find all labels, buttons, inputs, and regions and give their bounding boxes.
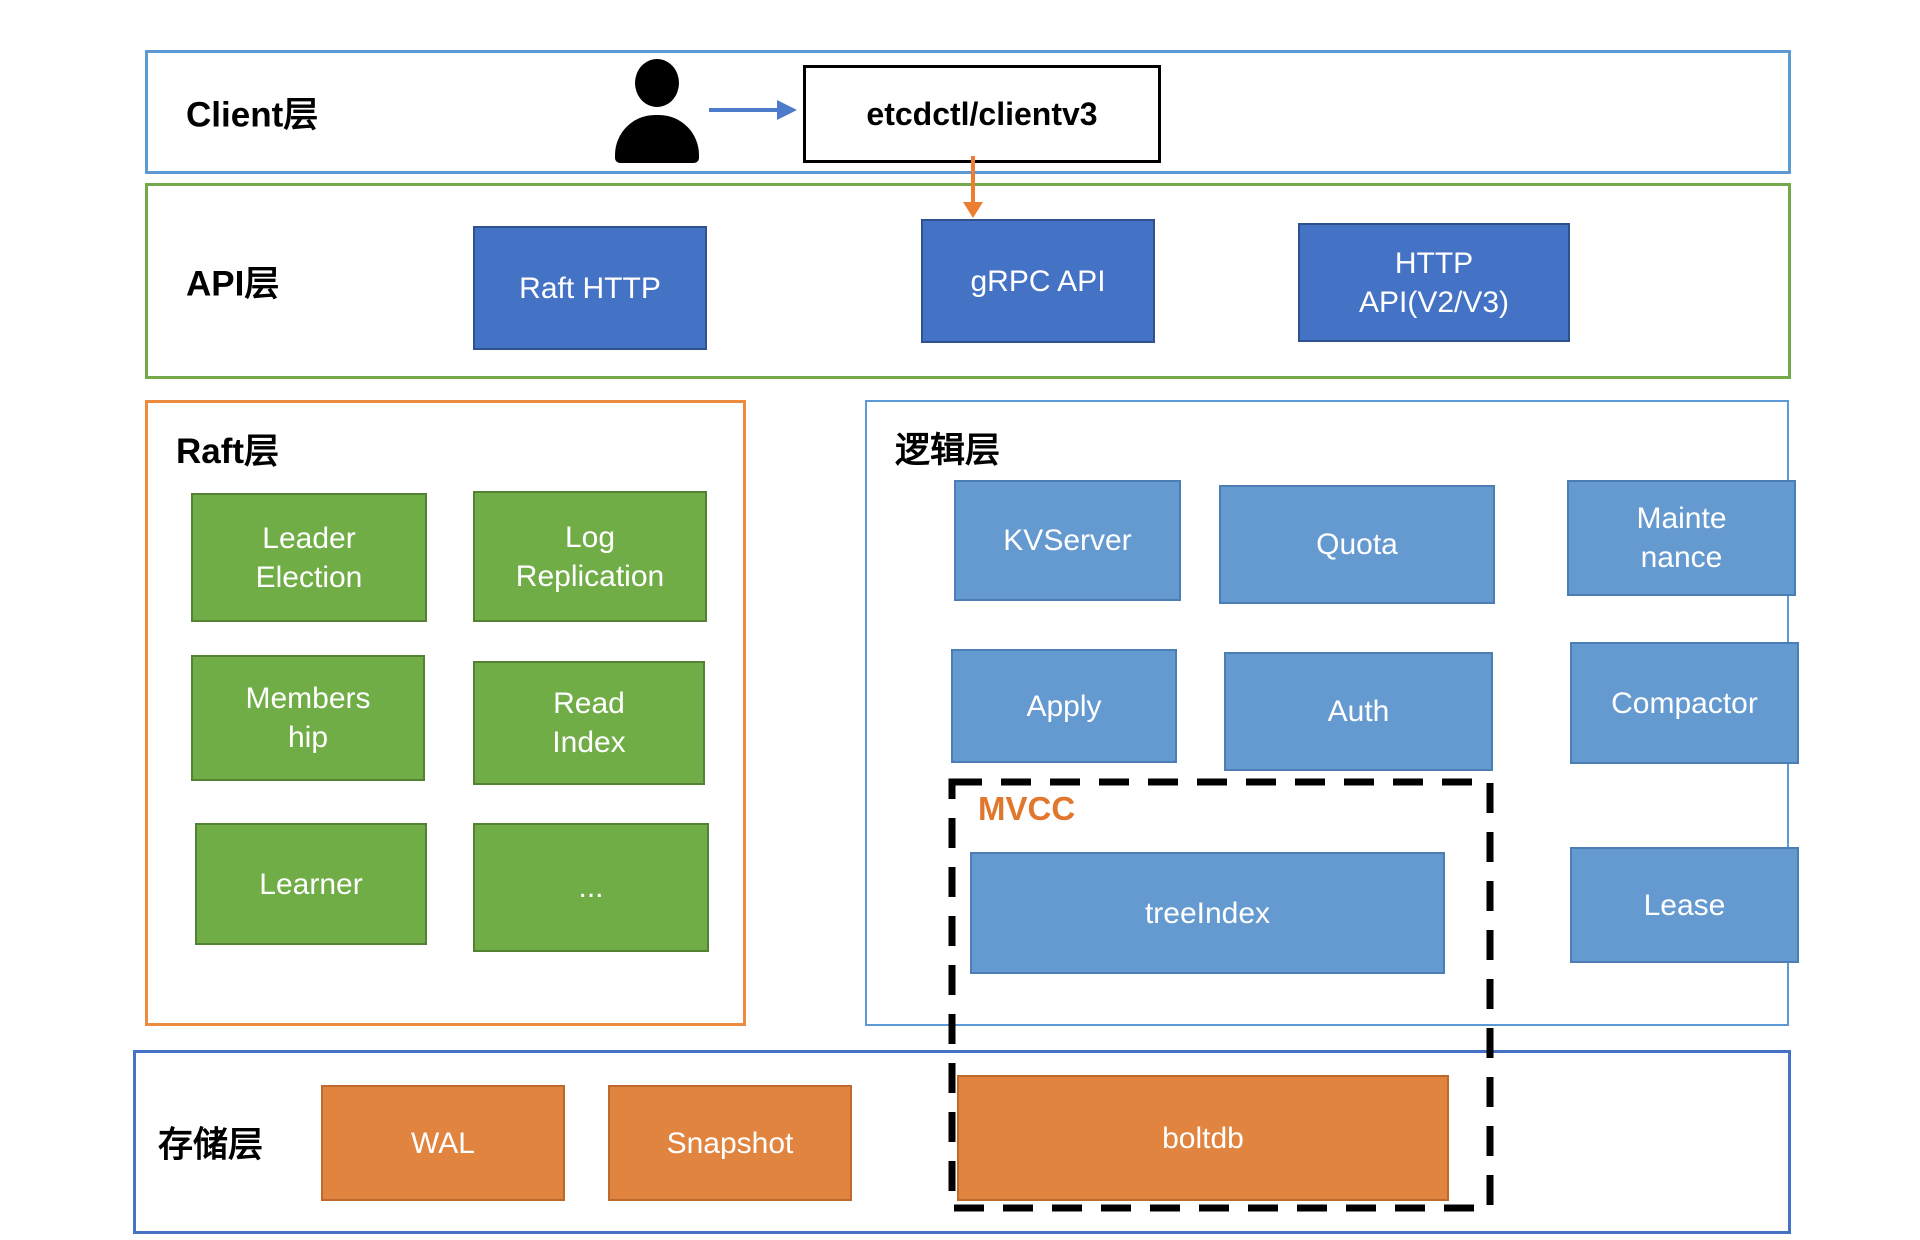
wal-box: WAL bbox=[321, 1085, 565, 1201]
user-icon-head bbox=[635, 59, 679, 107]
storage-layer-label: 存储层 bbox=[158, 1125, 264, 1165]
client-layer: Client层 etcdctl/clientv3 bbox=[145, 50, 1791, 174]
read-index-box: Read Index bbox=[473, 661, 705, 785]
quota-box: Quota bbox=[1219, 485, 1495, 604]
maintenance-box: Mainte nance bbox=[1567, 480, 1796, 596]
user-icon bbox=[615, 59, 699, 163]
lease-box: Lease bbox=[1570, 847, 1799, 963]
grpc-api-box: gRPC API bbox=[921, 219, 1155, 343]
apply-box: Apply bbox=[951, 649, 1177, 763]
logic-layer-label: 逻辑层 bbox=[895, 431, 1001, 470]
leader-election-box: Leader Election bbox=[191, 493, 427, 622]
raft-layer: Raft层 Leader Election Log Replication Me… bbox=[145, 400, 746, 1026]
snapshot-box: Snapshot bbox=[608, 1085, 852, 1201]
membership-box: Members hip bbox=[191, 655, 425, 781]
log-replication-box: Log Replication bbox=[473, 491, 707, 622]
client-layer-label: Client层 bbox=[186, 95, 319, 135]
http-api-box: HTTP API(V2/V3) bbox=[1298, 223, 1570, 342]
arrow-down-icon bbox=[963, 156, 983, 218]
api-layer: API层 Raft HTTP gRPC API HTTP API(V2/V3) bbox=[145, 183, 1791, 379]
boltdb-box: boltdb bbox=[957, 1075, 1449, 1201]
auth-box: Auth bbox=[1224, 652, 1493, 771]
logic-layer: 逻辑层 KVServer Quota Mainte nance Apply Au… bbox=[865, 400, 1799, 1026]
treeindex-box: treeIndex bbox=[970, 852, 1445, 974]
raft-http-box: Raft HTTP bbox=[473, 226, 707, 350]
arrow-right-icon bbox=[709, 100, 797, 120]
kvserver-box: KVServer bbox=[954, 480, 1181, 601]
user-icon-torso bbox=[615, 115, 699, 163]
api-layer-label: API层 bbox=[186, 264, 280, 304]
storage-layer: 存储层 WAL Snapshot boltdb bbox=[133, 1050, 1791, 1234]
learner-box: Learner bbox=[195, 823, 427, 945]
raft-layer-label: Raft层 bbox=[176, 432, 280, 471]
raft-more-box: ... bbox=[473, 823, 709, 952]
etcdctl-clientv3-box: etcdctl/clientv3 bbox=[803, 65, 1161, 163]
compactor-box: Compactor bbox=[1570, 642, 1799, 764]
